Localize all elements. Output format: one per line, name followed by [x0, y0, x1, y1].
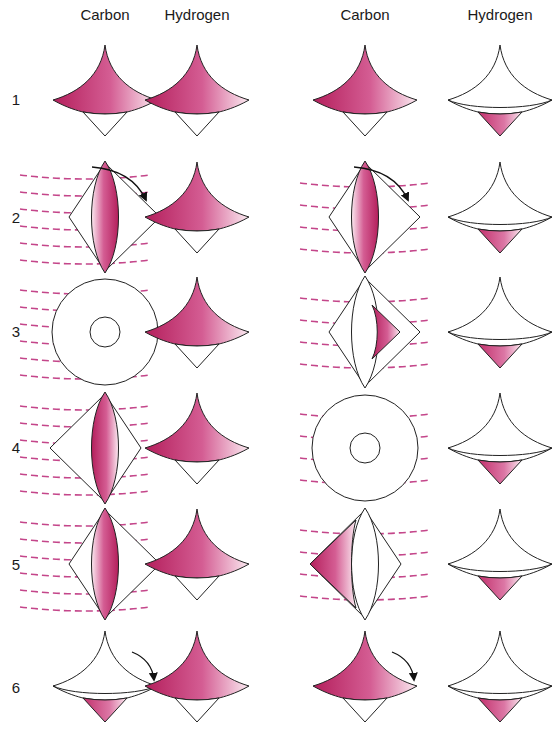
- column-heading: Carbon: [340, 7, 389, 24]
- column-heading: Hydrogen: [164, 7, 229, 24]
- row-number: 1: [12, 92, 20, 109]
- row-number: 6: [12, 680, 20, 697]
- column-heading: Hydrogen: [467, 7, 532, 24]
- row-number: 5: [12, 557, 20, 574]
- row-number: 3: [12, 324, 20, 341]
- row-number: 4: [12, 440, 20, 457]
- row-number: 2: [12, 210, 20, 227]
- column-heading: Carbon: [80, 7, 129, 24]
